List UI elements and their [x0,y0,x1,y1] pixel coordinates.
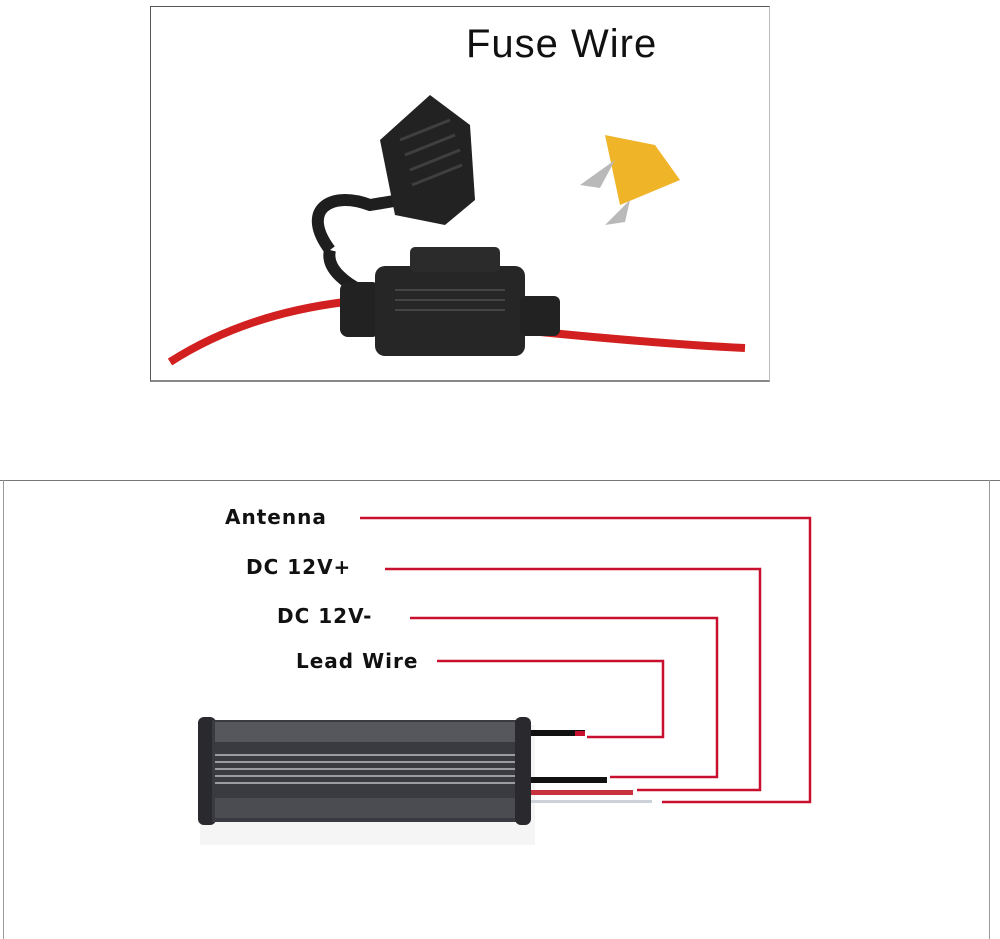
label-antenna: Antenna [225,505,327,529]
leader-lines [360,516,812,804]
device-module-image [198,717,652,845]
mini-fuse-image [580,135,680,225]
fuse-wire-panel [150,6,770,382]
left-border [3,480,4,939]
label-dc-12v-negative: DC 12V- [277,604,373,628]
label-lead-wire: Lead Wire [296,649,419,673]
leader-line-2 [410,616,719,779]
right-border [989,480,990,939]
leader-line-3 [437,659,665,739]
fuse-wire-title: Fuse Wire [466,22,658,66]
fuse-holder-image [167,95,746,366]
leader-line-0 [360,516,812,804]
leader-line-1 [385,567,762,792]
label-dc-12v-positive: DC 12V+ [246,555,352,579]
section-divider [0,480,1000,481]
